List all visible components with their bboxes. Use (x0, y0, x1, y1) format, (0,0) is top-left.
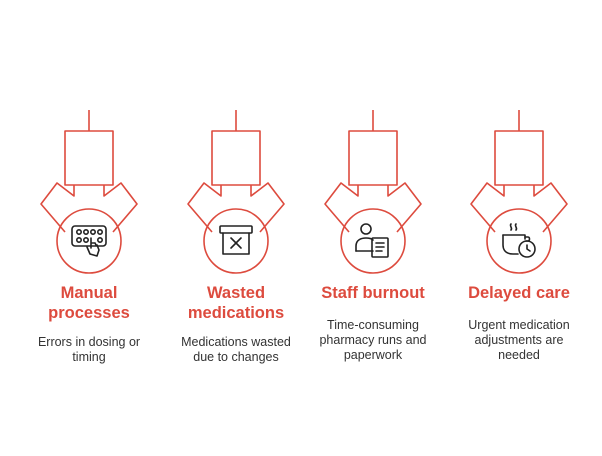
robotic-claw-frame (324, 110, 422, 274)
step-delayed-care: Delayed care Urgent medication adjustmen… (446, 0, 592, 456)
step-title: Wasted (206, 284, 266, 302)
step-description-line-3: paperwork (343, 348, 403, 362)
step-title-line-2: medications (187, 304, 285, 322)
hand-tapping-keypad-icon (71, 225, 107, 257)
step-description-line-3: needed (498, 348, 540, 362)
person-with-document-icon (355, 223, 389, 258)
step-description-line-2: timing (72, 350, 106, 364)
step-description-line-2: adjustments are (474, 333, 564, 347)
step-description: Medications wasted (181, 335, 291, 349)
step-title: Manual (60, 284, 118, 302)
step-wasted-medications: Wasted medications Medications wasted du… (163, 0, 309, 456)
step-manual-processes: Manual processes Errors in dosing or tim… (16, 0, 162, 456)
step-description: Errors in dosing or (37, 335, 141, 349)
discard-box-icon (219, 225, 253, 255)
robotic-claw-frame (187, 110, 285, 274)
step-title: Staff burnout (321, 284, 425, 302)
step-description-line-2: due to changes (193, 350, 279, 364)
step-description-line-2: pharmacy runs and (319, 333, 427, 347)
step-description: Time-consuming (327, 318, 419, 332)
robotic-claw-frame (40, 110, 138, 274)
step-staff-burnout: Staff burnout Time-consuming pharmacy ru… (300, 0, 446, 456)
step-title-line-2: processes (48, 304, 130, 322)
step-title: Delayed care (468, 284, 570, 302)
step-description: Urgent medication (468, 318, 570, 332)
robotic-claw-frame (470, 110, 568, 274)
coffee-cup-clock-icon (502, 223, 536, 258)
